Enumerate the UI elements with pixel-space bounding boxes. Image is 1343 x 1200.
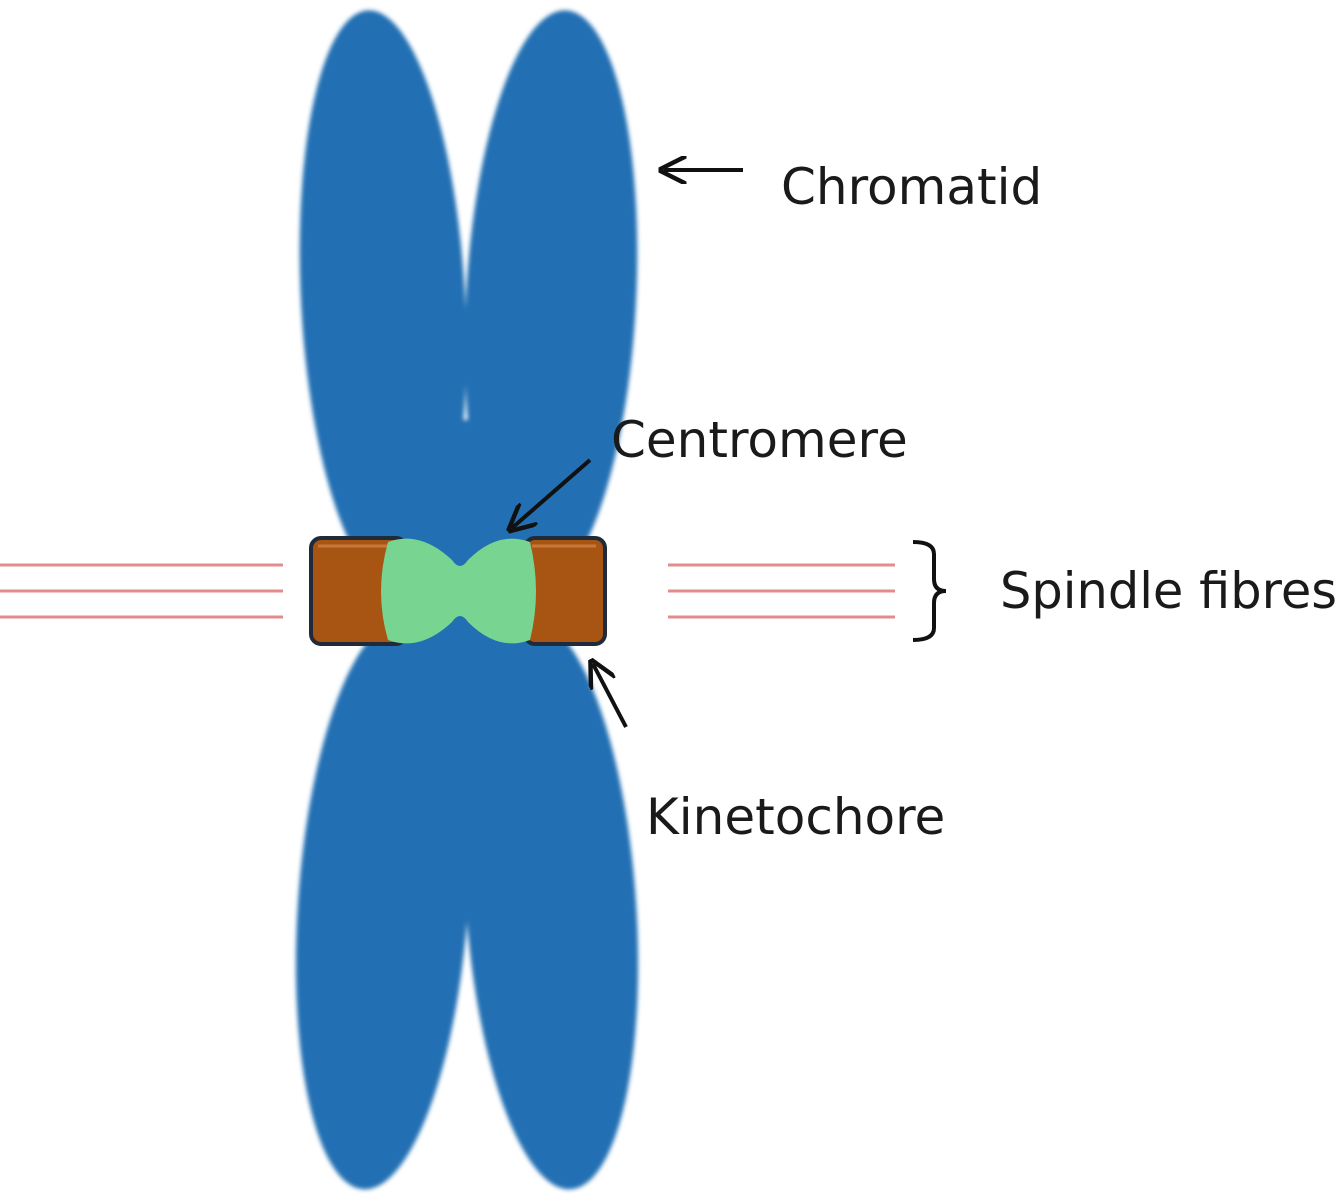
chromatid-label: Chromatid — [781, 158, 1042, 216]
centromere-label: Centromere — [611, 411, 908, 469]
spindle-fibres-left — [0, 563, 283, 619]
kinetochore-right — [523, 536, 607, 646]
spindle-fibres-label: Spindle fibres — [1000, 562, 1337, 620]
spindle-fibres-bracket — [912, 540, 947, 642]
chromosome — [295, 10, 639, 1190]
centromere-pointer-arrow — [512, 458, 592, 528]
kinetochore — [309, 536, 607, 646]
centromere — [381, 538, 536, 644]
spindle-fibres-right — [668, 563, 895, 619]
kinetochore-label: Kinetochore — [646, 788, 945, 846]
kinetochore-pointer-arrow — [593, 664, 628, 728]
